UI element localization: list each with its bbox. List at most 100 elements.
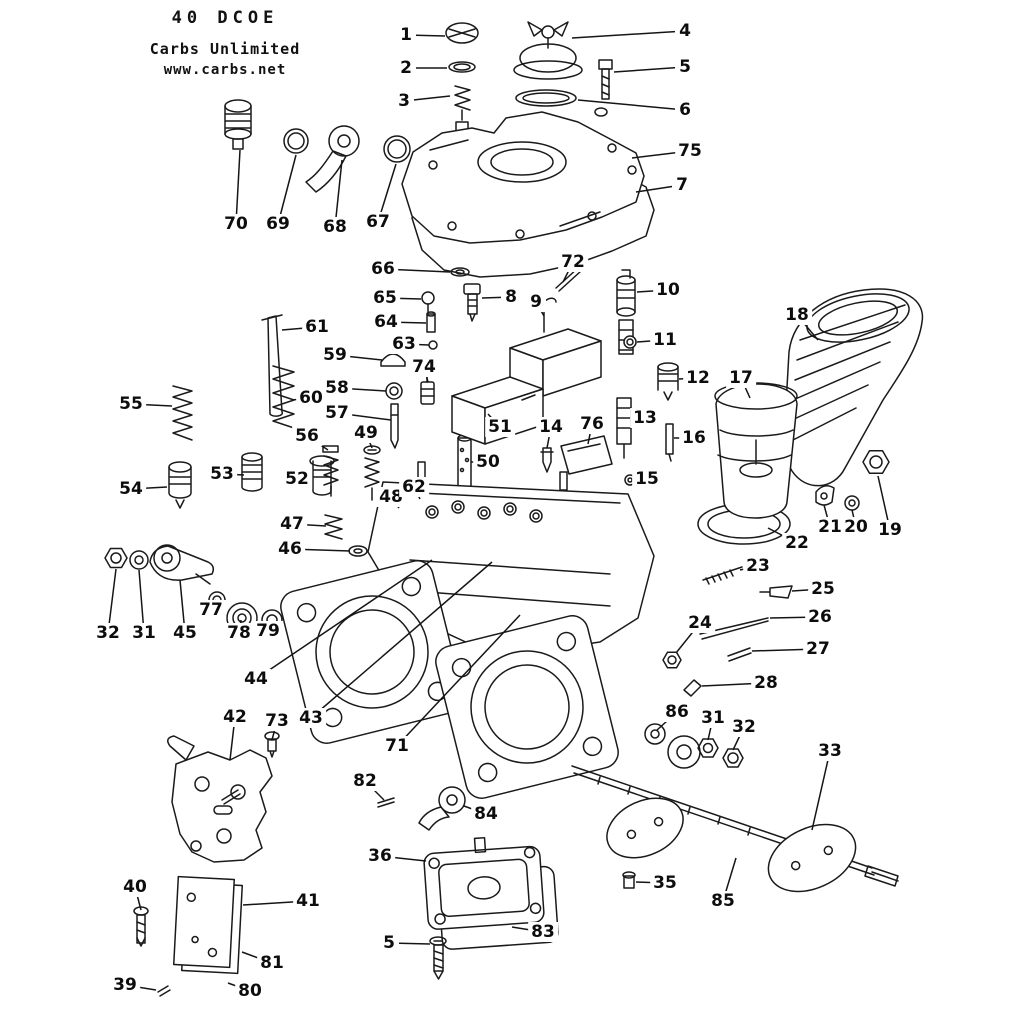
base-plate-group <box>133 875 244 997</box>
diaphragm-group <box>513 21 613 117</box>
part-callout-15: 15 <box>632 469 662 489</box>
part-callout-51: 51 <box>485 417 515 437</box>
part-callout-57: 57 <box>322 403 352 423</box>
part-callout-73: 73 <box>262 711 292 731</box>
main-jet-group <box>168 385 368 557</box>
part-callout-56: 56 <box>292 426 322 446</box>
part-callout-85: 85 <box>708 891 738 911</box>
part-callout-17: 17 <box>726 368 756 388</box>
part-callout-42: 42 <box>220 707 250 727</box>
leader-line-4 <box>571 30 686 39</box>
leader-line-33 <box>811 750 831 831</box>
pump-lever-group <box>377 786 466 831</box>
part-callout-40: 40 <box>120 877 150 897</box>
leader-line-31 <box>138 569 145 634</box>
starter-valve-group <box>261 314 435 449</box>
leader-line-6 <box>577 99 686 111</box>
part-callout-71: 71 <box>382 736 412 756</box>
part-callout-64: 64 <box>371 312 401 332</box>
part-callout-76: 76 <box>577 414 607 434</box>
bracket-group <box>167 731 280 863</box>
part-callout-44: 44 <box>241 669 271 689</box>
part-callout-16: 16 <box>679 428 709 448</box>
part-callout-6: 6 <box>675 100 695 120</box>
company-name: Carbs Unlimited <box>149 40 301 58</box>
part-callout-2: 2 <box>396 58 416 78</box>
part-callout-14: 14 <box>536 417 566 437</box>
part-callout-21: 21 <box>815 517 845 537</box>
pump-jet-group <box>421 267 582 350</box>
part-callout-53: 53 <box>207 464 237 484</box>
part-callout-8: 8 <box>501 287 521 307</box>
part-callout-80: 80 <box>235 981 265 1001</box>
part-callout-46: 46 <box>275 539 305 559</box>
part-callout-32: 32 <box>729 717 759 737</box>
part-callout-28: 28 <box>751 673 781 693</box>
part-callout-20: 20 <box>841 517 871 537</box>
part-callout-47: 47 <box>277 514 307 534</box>
part-callout-39: 39 <box>110 975 140 995</box>
part-callout-74: 74 <box>409 357 439 377</box>
part-callout-78: 78 <box>224 623 254 643</box>
website-url: www.carbs.net <box>163 62 287 78</box>
part-callout-3: 3 <box>394 91 414 111</box>
leader-line-69 <box>277 154 297 225</box>
part-callout-35: 35 <box>650 873 680 893</box>
needle-valve-group <box>616 269 679 486</box>
part-callout-50: 50 <box>473 452 503 472</box>
part-callout-31: 31 <box>129 623 159 643</box>
leader-line-71 <box>396 614 521 747</box>
pump-cover-group <box>422 836 560 980</box>
part-callout-65: 65 <box>370 288 400 308</box>
part-callout-63: 63 <box>389 334 419 354</box>
part-callout-11: 11 <box>650 330 680 350</box>
part-callout-54: 54 <box>116 479 146 499</box>
part-callout-82: 82 <box>350 771 380 791</box>
throttle-shaft-group <box>571 723 899 893</box>
part-callout-5: 5 <box>379 933 399 953</box>
part-callout-79: 79 <box>253 621 283 641</box>
leader-line-70 <box>235 149 241 225</box>
part-callout-75: 75 <box>675 141 705 161</box>
part-callout-27: 27 <box>803 639 833 659</box>
part-callout-67: 67 <box>363 212 393 232</box>
part-callout-43: 43 <box>296 708 326 728</box>
part-callout-49: 49 <box>351 423 381 443</box>
part-callout-10: 10 <box>653 280 683 300</box>
part-callout-9: 9 <box>526 292 546 312</box>
part-callout-62: 62 <box>399 477 429 497</box>
part-callout-66: 66 <box>368 259 398 279</box>
part-callout-84: 84 <box>471 804 501 824</box>
part-callout-31: 31 <box>698 708 728 728</box>
part-callout-45: 45 <box>170 623 200 643</box>
part-callout-23: 23 <box>743 556 773 576</box>
part-callout-4: 4 <box>675 21 695 41</box>
part-callout-18: 18 <box>782 305 812 325</box>
leader-line-44 <box>255 559 433 680</box>
part-callout-25: 25 <box>808 579 838 599</box>
part-callout-1: 1 <box>396 25 416 45</box>
part-callout-81: 81 <box>257 953 287 973</box>
top-cover-group <box>401 111 655 278</box>
part-callout-12: 12 <box>683 368 713 388</box>
part-callout-7: 7 <box>672 175 692 195</box>
part-callout-24: 24 <box>685 613 715 633</box>
diagram-header: 40 DCOE Carbs Unlimited www.carbs.net <box>110 8 340 78</box>
model-title: 40 DCOE <box>171 8 279 28</box>
part-callout-60: 60 <box>296 388 326 408</box>
part-callout-19: 19 <box>875 520 905 540</box>
part-callout-68: 68 <box>320 217 350 237</box>
part-callout-61: 61 <box>302 317 332 337</box>
part-callout-32: 32 <box>93 623 123 643</box>
part-callout-36: 36 <box>365 846 395 866</box>
part-callout-55: 55 <box>116 394 146 414</box>
leader-line-32 <box>107 568 117 634</box>
part-callout-69: 69 <box>263 214 293 234</box>
part-callout-13: 13 <box>630 408 660 428</box>
part-callout-5: 5 <box>675 57 695 77</box>
part-callout-58: 58 <box>322 378 352 398</box>
part-callout-83: 83 <box>528 922 558 942</box>
